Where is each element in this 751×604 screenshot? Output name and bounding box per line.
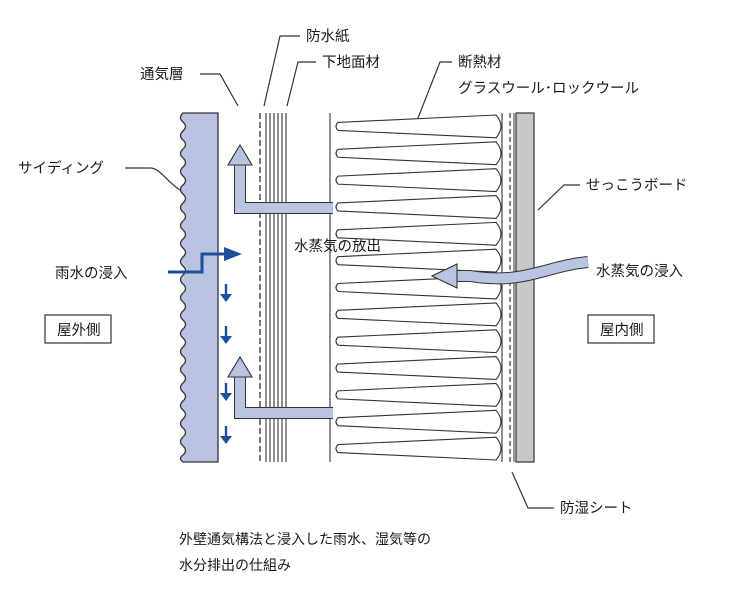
rain-intrusion-arrow xyxy=(168,247,242,274)
insulation-batt xyxy=(335,221,502,246)
label-gypsum-board: せっこうボード xyxy=(586,177,688,194)
insulation-batt xyxy=(335,194,502,219)
caption-line1: 外壁通気構法と浸入した雨水、湿気等の xyxy=(179,531,431,548)
insulation-batt xyxy=(335,114,502,139)
label-vapor-intrusion: 水蒸気の浸入 xyxy=(596,263,683,280)
insulation-batt xyxy=(335,248,502,273)
insulation-batt xyxy=(335,356,502,381)
insulation-batts xyxy=(329,113,503,462)
vapor-exit-arrow-upper xyxy=(227,143,333,214)
leader-waterproof-paper xyxy=(263,35,300,107)
leader-siding xyxy=(125,167,181,191)
vapor-intrusion-arrow xyxy=(430,256,589,289)
label-insulation-line1: 断熱材 xyxy=(458,54,502,71)
label-siding: サイディング xyxy=(18,159,104,177)
label-exterior-side: 屋外側 xyxy=(57,322,101,339)
insulation-batt xyxy=(335,168,502,193)
label-insulation-line2: グラスウール･ロックウール xyxy=(458,80,639,97)
leader-gypsum-board xyxy=(537,184,580,211)
insulation-batt xyxy=(335,409,502,434)
label-sheathing: 下地面材 xyxy=(322,54,380,71)
vapor-exit-arrow-lower xyxy=(227,355,333,419)
gypsum-board xyxy=(515,112,535,463)
label-vapor-release: 水蒸気の放出 xyxy=(294,238,381,255)
leader-ventilation-layer xyxy=(200,73,239,107)
exterior-side-box xyxy=(44,314,112,344)
label-vapor-barrier: 防湿シート xyxy=(560,500,633,517)
label-rain-intrusion: 雨水の浸入 xyxy=(55,265,128,282)
insulation-batt xyxy=(335,302,502,327)
leader-sheathing xyxy=(286,61,316,107)
insulation-batt xyxy=(335,329,502,354)
insulation-batt xyxy=(335,436,502,461)
siding-panel xyxy=(179,112,219,463)
leader-insulation xyxy=(417,61,452,119)
label-interior-side: 屋内側 xyxy=(600,322,644,339)
caption-line2: 水分排出の仕組み xyxy=(179,558,291,574)
label-ventilation-layer: 通気層 xyxy=(140,66,184,83)
sheathing-board xyxy=(265,113,287,462)
insulation-batt xyxy=(335,141,502,166)
leader-vapor-barrier xyxy=(511,471,554,509)
water-drop-arrows xyxy=(220,284,232,444)
label-waterproof-paper: 防水紙 xyxy=(306,28,350,45)
interior-side-box xyxy=(587,314,655,344)
insulation-batt xyxy=(335,382,502,407)
